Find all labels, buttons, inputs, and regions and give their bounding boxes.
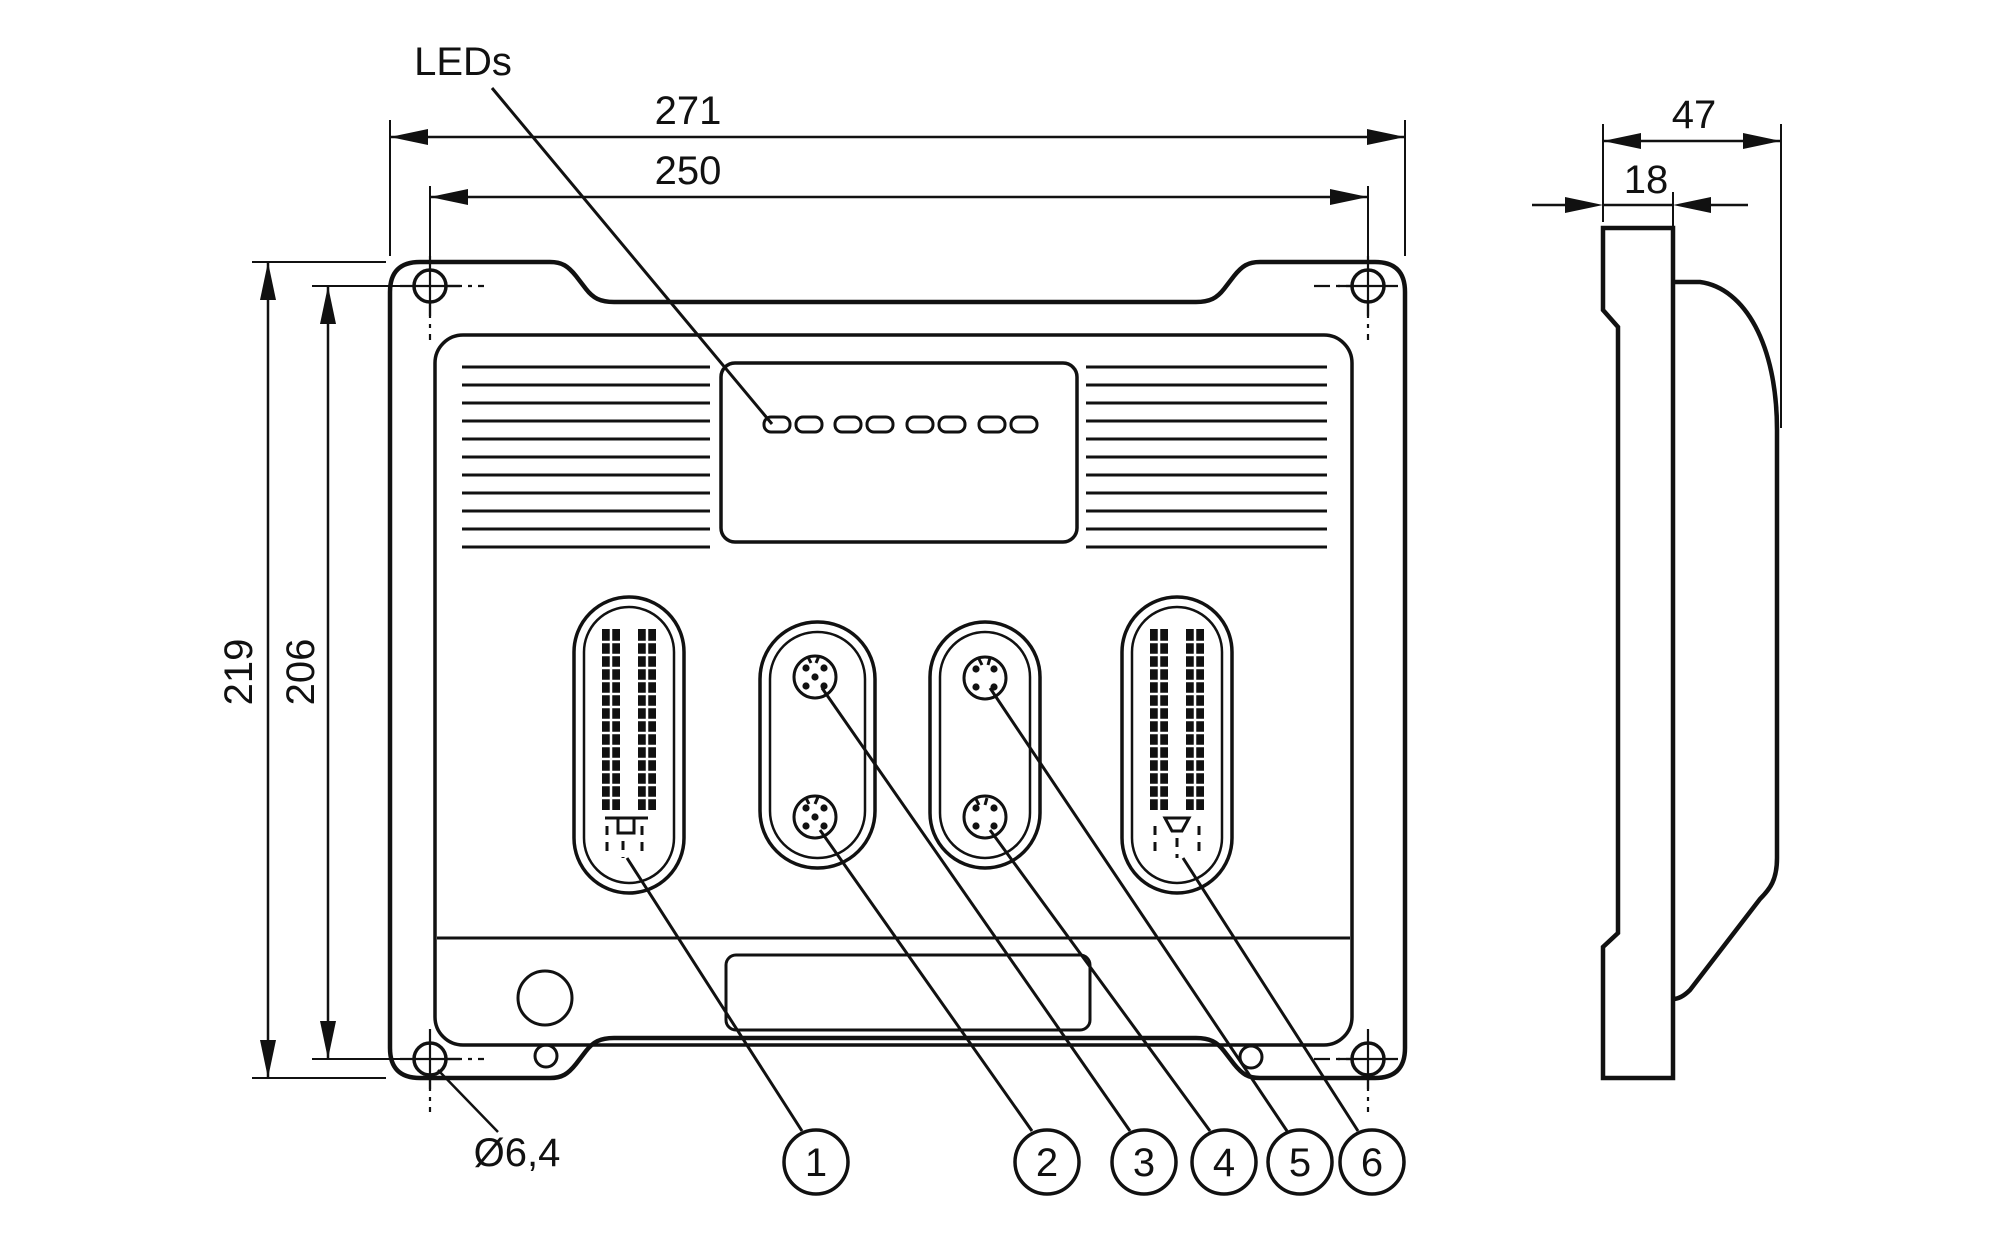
m12-notch [974,797,989,806]
led-window [719,361,1079,544]
m12-notch [977,657,992,666]
led-icon [1009,415,1039,434]
leader-3 [820,687,1132,1132]
callout-3: 3 [1110,1128,1178,1196]
callout-5: 5 [1266,1128,1334,1196]
callout-5-number: 5 [1289,1141,1311,1185]
m12-connector-pair-right [928,620,1042,870]
dim-mounting-width [429,186,1369,262]
m12-notch [806,655,821,664]
leader-5 [988,687,1289,1132]
terminal-connector-6 [1120,595,1234,895]
leader-1 [625,857,804,1132]
connector6-outer [1120,595,1234,895]
leader-4 [988,829,1212,1132]
connector1-inner [582,605,676,885]
callout-4: 4 [1190,1128,1258,1196]
leds-leader [490,87,774,425]
vent-lines-right [1086,365,1327,549]
fastener-circle [516,969,574,1027]
callout-leaders [625,687,1360,1132]
led-panel [719,361,1079,544]
m12-right-outer [928,620,1042,870]
connector6-inner [1130,605,1224,885]
led-indicators [762,415,1039,434]
side-body-outline [1672,279,1780,1002]
callout-4-number: 4 [1213,1141,1235,1185]
m12-port-3 [792,654,838,700]
led-icon [833,415,863,434]
leds-label: LEDs [414,40,512,84]
m12-port-2 [792,794,838,840]
mounting-hole-top-left [400,256,484,340]
dim-overall-height [252,261,386,1079]
connector6-keying-icon [1153,816,1201,858]
dim-flange-depth-label: 18 [1624,158,1669,202]
callouts: 1 2 3 4 5 6 [782,1128,1406,1196]
connector6-pin-grid [1150,629,1204,810]
dim-overall-depth-label: 47 [1672,93,1717,137]
callout-2: 2 [1013,1128,1081,1196]
dim-overall-width-label: 271 [655,89,722,133]
dim-mounting-height-label: 206 [279,639,323,706]
callout-1-number: 1 [805,1141,827,1185]
hole-diameter-label: Ø6,4 [474,1131,561,1175]
dimension-annotations [252,87,1782,1133]
inner-panel [433,333,1354,1047]
ear-hole-right [1238,1044,1264,1070]
dim-overall-height-label: 219 [217,639,261,706]
leader-6 [1181,857,1360,1132]
connector1-pin-grid [602,629,656,810]
connector1-outer [572,595,686,895]
callout-6-number: 6 [1361,1141,1383,1185]
dim-mounting-width-label: 250 [655,149,722,193]
led-icon [937,415,967,434]
m12-notch [804,796,820,805]
m12-left-outer [758,620,877,870]
mounting-holes [400,256,1398,1112]
side-flange-outline [1600,225,1676,1081]
text-labels: LEDs 271 250 219 206 Ø6,4 47 18 [217,40,1716,1175]
m12-port-4 [962,794,1008,840]
dim-overall-width [389,120,1406,256]
m12-port-5 [962,655,1008,701]
dim-flange-depth [1532,192,1748,226]
side-view [1600,225,1780,1081]
terminal-connector-1 [572,595,686,895]
led-icon [762,415,792,434]
vent-lines-left [462,365,710,549]
mounting-hole-top-right [1314,256,1398,340]
led-icon [905,415,935,434]
dim-mounting-height [312,285,412,1060]
callout-3-number: 3 [1133,1141,1155,1185]
m12-connector-pair-left [758,620,877,870]
led-icon [865,415,895,434]
connector1-keying-icon [605,816,648,858]
callout-6: 6 [1338,1128,1406,1196]
ear-hole-left [533,1043,559,1069]
callout-2-number: 2 [1036,1141,1058,1185]
callout-1: 1 [782,1128,850,1196]
mounting-hole-bottom-right [1314,1029,1398,1112]
led-icon [977,415,1007,434]
led-icon [794,415,824,434]
hole-diameter-leader [437,1069,499,1133]
leader-2 [818,829,1034,1132]
m12-left-inner [768,630,867,860]
front-view [387,256,1408,1112]
